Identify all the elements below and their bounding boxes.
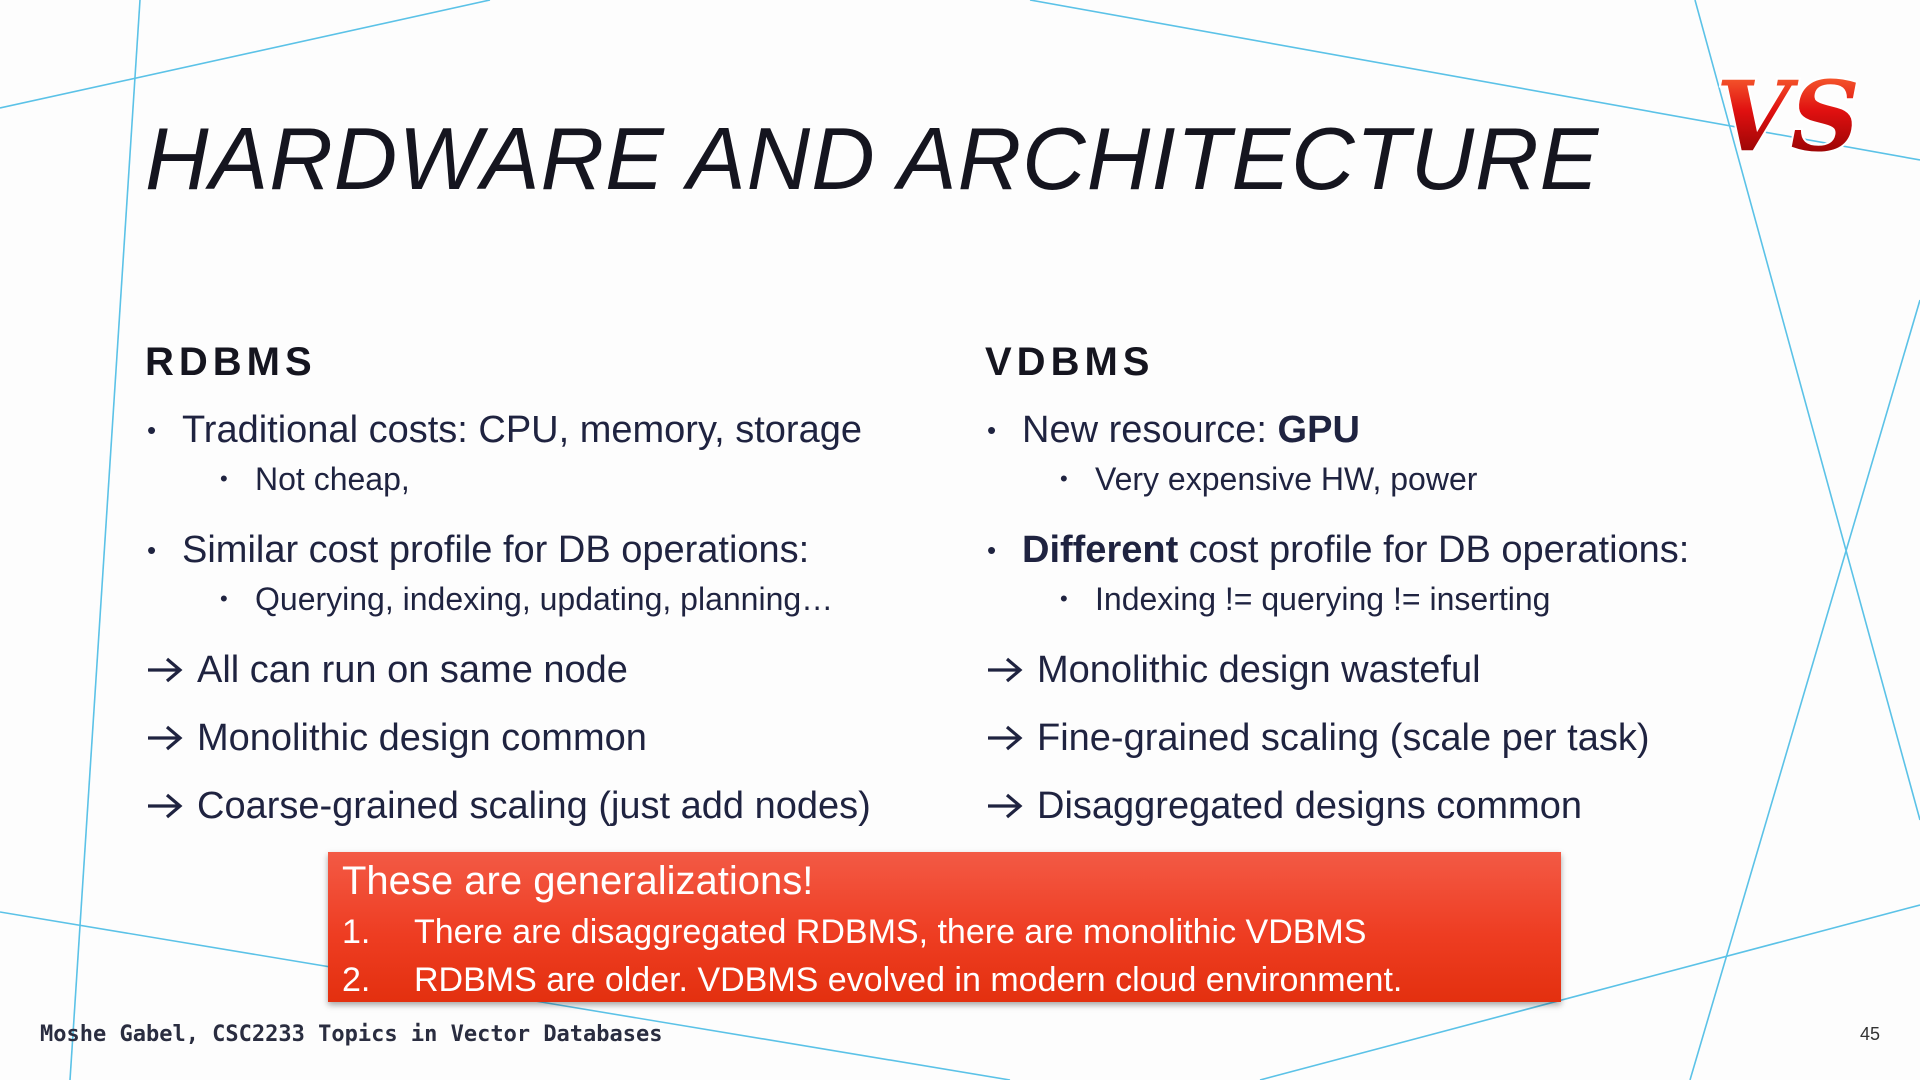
vdbms-arrow-text: Fine-grained scaling (scale per task)	[1037, 717, 1650, 759]
vs-logo-icon: VS	[1714, 58, 1860, 168]
rdbms-arrow-text: Coarse-grained scaling (just add nodes)	[197, 785, 871, 827]
vdbms-bullet-resource: New resource: GPU	[985, 406, 1689, 454]
vdbms-gpu-emphasis: GPU	[1277, 409, 1360, 451]
rdbms-bullet-costs: Traditional costs: CPU, memory, storage	[145, 406, 871, 454]
callout-item-text: RDBMS are older. VDBMS evolved in modern…	[414, 961, 1403, 999]
vdbms-arrow-item: Fine-grained scaling (scale per task)	[985, 714, 1689, 762]
callout-title: These are generalizations!	[342, 859, 814, 903]
rdbms-arrow-item: All can run on same node	[145, 646, 871, 694]
rdbms-arrow-item: Monolithic design common	[145, 714, 871, 762]
vdbms-sub-expensive: Very expensive HW, power	[985, 458, 1689, 500]
vs-logo-text: VS	[1716, 60, 1860, 168]
rdbms-sub-operations: Querying, indexing, updating, planning…	[145, 578, 871, 620]
right-arrow-icon	[988, 725, 1023, 751]
vdbms-arrow-item: Disaggregated designs common	[985, 782, 1689, 830]
slide-title: HARDWARE AND ARCHITECTURE	[145, 109, 1600, 208]
page-number: 45	[1860, 1024, 1881, 1044]
vdbms-bullet-profile: Different cost profile for DB operations…	[985, 526, 1689, 574]
callout-item-number: 1.	[342, 913, 371, 951]
rdbms-sub-not-cheap: Not cheap,	[145, 458, 871, 500]
callout-item-text: There are disaggregated RDBMS, there are…	[414, 913, 1367, 951]
generalization-callout: These are generalizations! 1. There are d…	[328, 852, 1561, 1002]
vdbms-column: VDBMS New resource: GPU Very expensive H…	[985, 340, 1689, 850]
vdbms-arrow-text: Disaggregated designs common	[1037, 785, 1582, 827]
vdbms-different-emphasis: Different	[1022, 529, 1179, 571]
rdbms-bullet-profile: Similar cost profile for DB operations:	[145, 526, 871, 574]
rdbms-arrow-text: Monolithic design common	[197, 717, 647, 759]
footer-author: Moshe Gabel, CSC2233 Topics in Vector Da…	[40, 1022, 663, 1047]
vdbms-arrow-item: Monolithic design wasteful	[985, 646, 1689, 694]
right-arrow-icon	[148, 793, 183, 819]
vdbms-bullet-profile-text: cost profile for DB operations:	[1178, 529, 1690, 571]
rdbms-arrow-text: All can run on same node	[197, 649, 628, 691]
callout-item-number: 2.	[342, 961, 371, 999]
callout-item: 1. There are disaggregated RDBMS, there a…	[342, 910, 1366, 954]
vdbms-heading: VDBMS	[985, 340, 1155, 384]
callout-item: 2. RDBMS are older. VDBMS evolved in mode…	[342, 958, 1402, 1002]
vdbms-bullet-resource-text: New resource:	[1022, 409, 1278, 451]
right-arrow-icon	[148, 725, 183, 751]
right-arrow-icon	[988, 793, 1023, 819]
vdbms-arrow-text: Monolithic design wasteful	[1037, 649, 1481, 691]
vdbms-sub-operations: Indexing != querying != inserting	[985, 578, 1689, 620]
rdbms-arrow-item: Coarse-grained scaling (just add nodes)	[145, 782, 871, 830]
rdbms-heading: RDBMS	[145, 340, 317, 384]
right-arrow-icon	[148, 657, 183, 683]
right-arrow-icon	[988, 657, 1023, 683]
rdbms-column: RDBMS Traditional costs: CPU, memory, st…	[145, 340, 871, 850]
